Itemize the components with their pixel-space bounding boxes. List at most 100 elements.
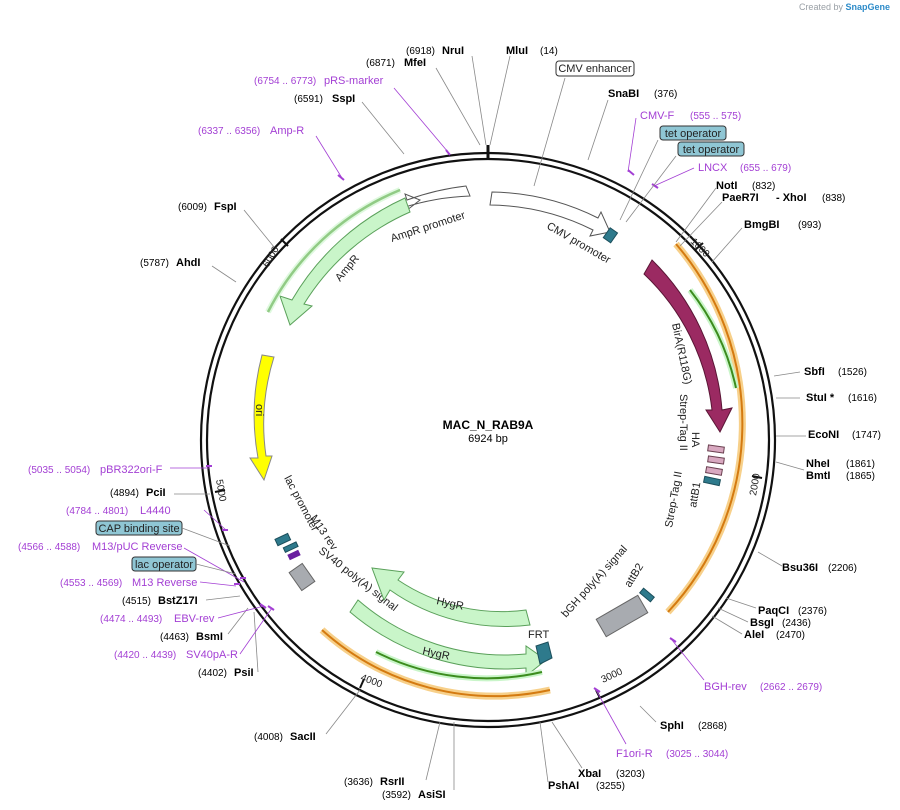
tet-operator-box-1[interactable]: [659, 125, 727, 141]
ampr-orf-glow: [265, 187, 402, 314]
cmv-f-pos: (555 .. 575): [690, 111, 741, 122]
ampr-feature[interactable]: [279, 197, 411, 326]
sv40pa-r-pos: (4420 .. 4439): [114, 650, 176, 661]
tick-label-5000: 5000: [213, 479, 228, 503]
tet-operator-box-2[interactable]: [677, 141, 745, 157]
mlui-pos: (14): [540, 46, 558, 57]
bmgbi-pos: (993): [798, 220, 821, 231]
sacii-name[interactable]: SacII: [290, 731, 316, 743]
sphi-name[interactable]: SphI: [660, 720, 684, 732]
frt-mark[interactable]: [535, 641, 553, 665]
lncx-pos: (655 .. 679): [740, 163, 791, 174]
strep-tag-label: Strep-Tag II: [677, 394, 689, 451]
pshai-pos: (3255): [596, 781, 625, 792]
pbr322ori-f-name[interactable]: pBR322ori-F: [100, 464, 163, 476]
fspi-pos: (6009): [178, 202, 207, 213]
rsrii-name[interactable]: RsrII: [380, 776, 404, 788]
f1ori-r-name[interactable]: F1ori-R: [616, 748, 653, 760]
paer7i-name[interactable]: PaeR7I: [722, 192, 759, 204]
bmti-name[interactable]: BmtI: [806, 470, 830, 482]
xhoi-pos: (838): [822, 193, 845, 204]
asisi-name[interactable]: AsiSI: [418, 789, 446, 801]
rsrii-pos: (3636): [344, 777, 373, 788]
prs-marker-name[interactable]: pRS-marker: [324, 75, 384, 87]
bstz17i-name[interactable]: BstZ17I: [158, 595, 198, 607]
pshai-name[interactable]: PshAI: [548, 780, 579, 792]
lac-operator-mark: [274, 532, 292, 547]
sbfi-pos: (1526): [838, 367, 867, 378]
alei-pos: (2470): [776, 630, 805, 641]
cmv-enhancer-box[interactable]: [555, 60, 635, 77]
bgh-rev-pos: (2662 .. 2679): [760, 682, 822, 693]
tick-label-2000: 2000: [748, 472, 763, 496]
bsu36i-name[interactable]: Bsu36I: [782, 562, 818, 574]
alei-name[interactable]: AleI: [744, 629, 764, 641]
boxed-labels: CMV enhancer tet operator tet operator C…: [95, 60, 745, 572]
bmgbi-name[interactable]: BmgBI: [744, 219, 779, 231]
tick-label-4000: 4000: [359, 672, 384, 690]
psii-name[interactable]: PsiI: [234, 667, 254, 679]
bira-feature[interactable]: [643, 259, 733, 434]
cmv-promoter-feature[interactable]: [489, 191, 611, 237]
cmv-f-name[interactable]: CMV-F: [640, 110, 675, 122]
box-leader-lines: [181, 139, 677, 575]
nhei-name[interactable]: NheI: [806, 458, 830, 470]
mfei-name[interactable]: MfeI: [404, 57, 426, 69]
pcii-pos: (4894): [110, 488, 139, 499]
ampr-promoter-feature[interactable]: [401, 185, 471, 216]
sspi-pos: (6591): [294, 94, 323, 105]
econi-name[interactable]: EcoNI: [808, 429, 839, 441]
xbai-name[interactable]: XbaI: [578, 768, 601, 780]
sv40pa-r-name[interactable]: SV40pA-R: [186, 649, 238, 661]
credit-prefix: Created by: [798, 2, 843, 12]
lncx-name[interactable]: LNCX: [698, 162, 728, 174]
snabi-name[interactable]: SnaBI: [608, 88, 639, 100]
primer-labels: (6754 .. 6773) pRS-marker (6337 .. 6356)…: [18, 75, 822, 760]
m13-puc-reverse-name[interactable]: M13/pUC Reverse: [92, 541, 182, 553]
mfei-pos: (6871): [366, 58, 395, 69]
ha-label: HA: [689, 432, 701, 448]
econi-pos: (1747): [852, 430, 881, 441]
bsmi-pos: (4463): [160, 632, 189, 643]
snapgene-credit: Created by SnapGene: [799, 2, 890, 12]
bgh-rev-name[interactable]: BGH-rev: [704, 681, 747, 693]
amp-r-name[interactable]: Amp-R: [270, 125, 304, 137]
paqci-name[interactable]: PaqCI: [758, 605, 789, 617]
sspi-name[interactable]: SspI: [332, 93, 355, 105]
ori-feature[interactable]: [249, 354, 275, 482]
bsmi-name[interactable]: BsmI: [196, 631, 223, 643]
noti-name[interactable]: NotI: [716, 180, 737, 192]
sphi-pos: (2868): [698, 721, 727, 732]
bsgi-name[interactable]: BsgI: [750, 617, 774, 629]
m13-puc-reverse-pos: (4566 .. 4588): [18, 542, 80, 553]
f1ori-r-pos: (3025 .. 3044): [666, 749, 728, 760]
sv40-polya-block[interactable]: [288, 562, 316, 592]
pcii-name[interactable]: PciI: [146, 487, 166, 499]
ebv-rev-name[interactable]: EBV-rev: [174, 613, 215, 625]
m13-reverse-pos: (4553 .. 4569): [60, 578, 122, 589]
attb1-label: attB1: [687, 481, 703, 508]
tick-label-6000: 6000: [261, 244, 282, 269]
bmti-pos: (1865): [846, 471, 875, 482]
fspi-name[interactable]: FspI: [214, 201, 237, 213]
hygr-inner-feature[interactable]: [371, 567, 531, 628]
restriction-site-labels: (6918) NruI MluI (14) (6871) MfeI (6591)…: [110, 45, 881, 801]
bsu36i-pos: (2206): [828, 563, 857, 574]
ahdi-pos: (5787): [140, 258, 169, 269]
nrui-pos: (6918): [406, 46, 435, 57]
attb2-mark: [639, 587, 655, 603]
stui-name[interactable]: StuI *: [806, 392, 835, 404]
bgh-polya-block[interactable]: [595, 594, 649, 638]
asisi-pos: (3592): [382, 790, 411, 801]
xhoi-name[interactable]: - XhoI: [776, 192, 807, 204]
nrui-name[interactable]: NruI: [442, 45, 464, 57]
sbfi-name[interactable]: SbfI: [804, 366, 825, 378]
m13-rev-mark: [282, 541, 299, 554]
hygr-outer-feature[interactable]: [349, 599, 547, 678]
mlui-name[interactable]: MluI: [506, 45, 528, 57]
m13-reverse-name[interactable]: M13 Reverse: [132, 577, 197, 589]
hygr-outer-label: HygR: [421, 645, 450, 662]
paqci-pos: (2376): [798, 606, 827, 617]
l4440-name[interactable]: L4440: [140, 505, 171, 517]
ahdi-name[interactable]: AhdI: [176, 257, 200, 269]
